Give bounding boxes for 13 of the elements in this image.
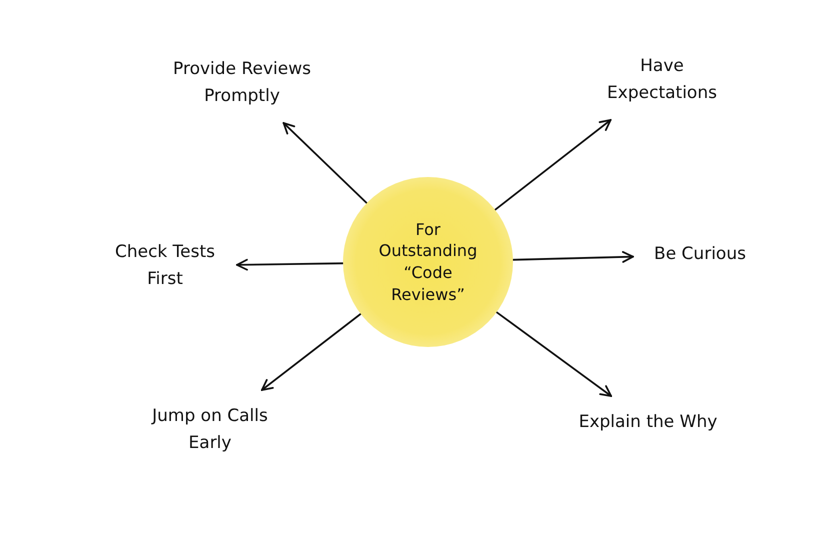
arrow — [282, 122, 368, 204]
arrow — [236, 258, 344, 271]
center-label: For Outstanding “Code Reviews” — [378, 218, 478, 306]
arrow — [512, 251, 634, 263]
tip-label: Have Expectations — [606, 54, 718, 105]
tip-label: Explain the Why — [578, 411, 718, 434]
tip-label: Jump on Calls Early — [150, 404, 269, 455]
tip-label: Provide Reviews Promptly — [172, 58, 312, 108]
tip-label: Be Curious — [654, 243, 746, 266]
arrow — [494, 119, 612, 211]
tip-label: Check Tests First — [114, 240, 216, 291]
arrow — [261, 313, 362, 391]
arrow — [496, 311, 612, 397]
